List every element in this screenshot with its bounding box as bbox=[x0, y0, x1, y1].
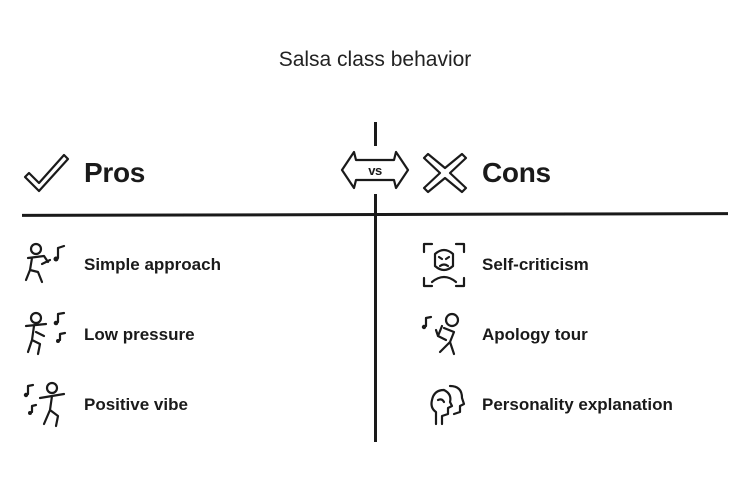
happy-dancer-icon bbox=[23, 381, 66, 428]
pros-header: Pros bbox=[22, 148, 145, 198]
checkmark-icon bbox=[23, 153, 70, 193]
pros-item-label: Simple approach bbox=[84, 255, 221, 274]
cons-item-label: Self-criticism bbox=[482, 255, 589, 274]
apologizing-dancer-icon bbox=[421, 312, 460, 356]
cross-icon bbox=[422, 152, 468, 194]
page-title: Salsa class behavior bbox=[278, 48, 472, 71]
pros-item-label: Positive vibe bbox=[84, 395, 188, 414]
frowning-face-frame-icon bbox=[422, 242, 466, 288]
pros-heading: Pros bbox=[84, 157, 146, 188]
double-arrow-icon bbox=[340, 150, 410, 190]
cons-item-self-criticism: Self-criticism bbox=[420, 240, 589, 290]
vs-badge: vs bbox=[338, 146, 412, 194]
cons-item-personality-explanation: Personality explanation bbox=[420, 380, 673, 430]
vs-label: vs bbox=[368, 162, 382, 178]
pros-item-low-pressure: Low pressure bbox=[22, 310, 195, 360]
cons-item-apology-tour: Apology tour bbox=[420, 310, 588, 360]
pros-item-positive-vibe: Positive vibe bbox=[22, 380, 188, 430]
relaxed-dancer-icon bbox=[24, 311, 67, 356]
cons-header: Cons bbox=[422, 148, 551, 198]
cons-item-label: Apology tour bbox=[482, 325, 588, 344]
dancer-with-note-icon bbox=[24, 242, 66, 284]
pros-item-label: Low pressure bbox=[84, 325, 195, 344]
vertical-divider bbox=[374, 122, 377, 442]
two-heads-icon bbox=[430, 384, 466, 426]
cons-heading: Cons bbox=[482, 157, 551, 188]
pros-item-simple-approach: Simple approach bbox=[22, 240, 221, 290]
cons-item-label: Personality explanation bbox=[482, 395, 673, 414]
